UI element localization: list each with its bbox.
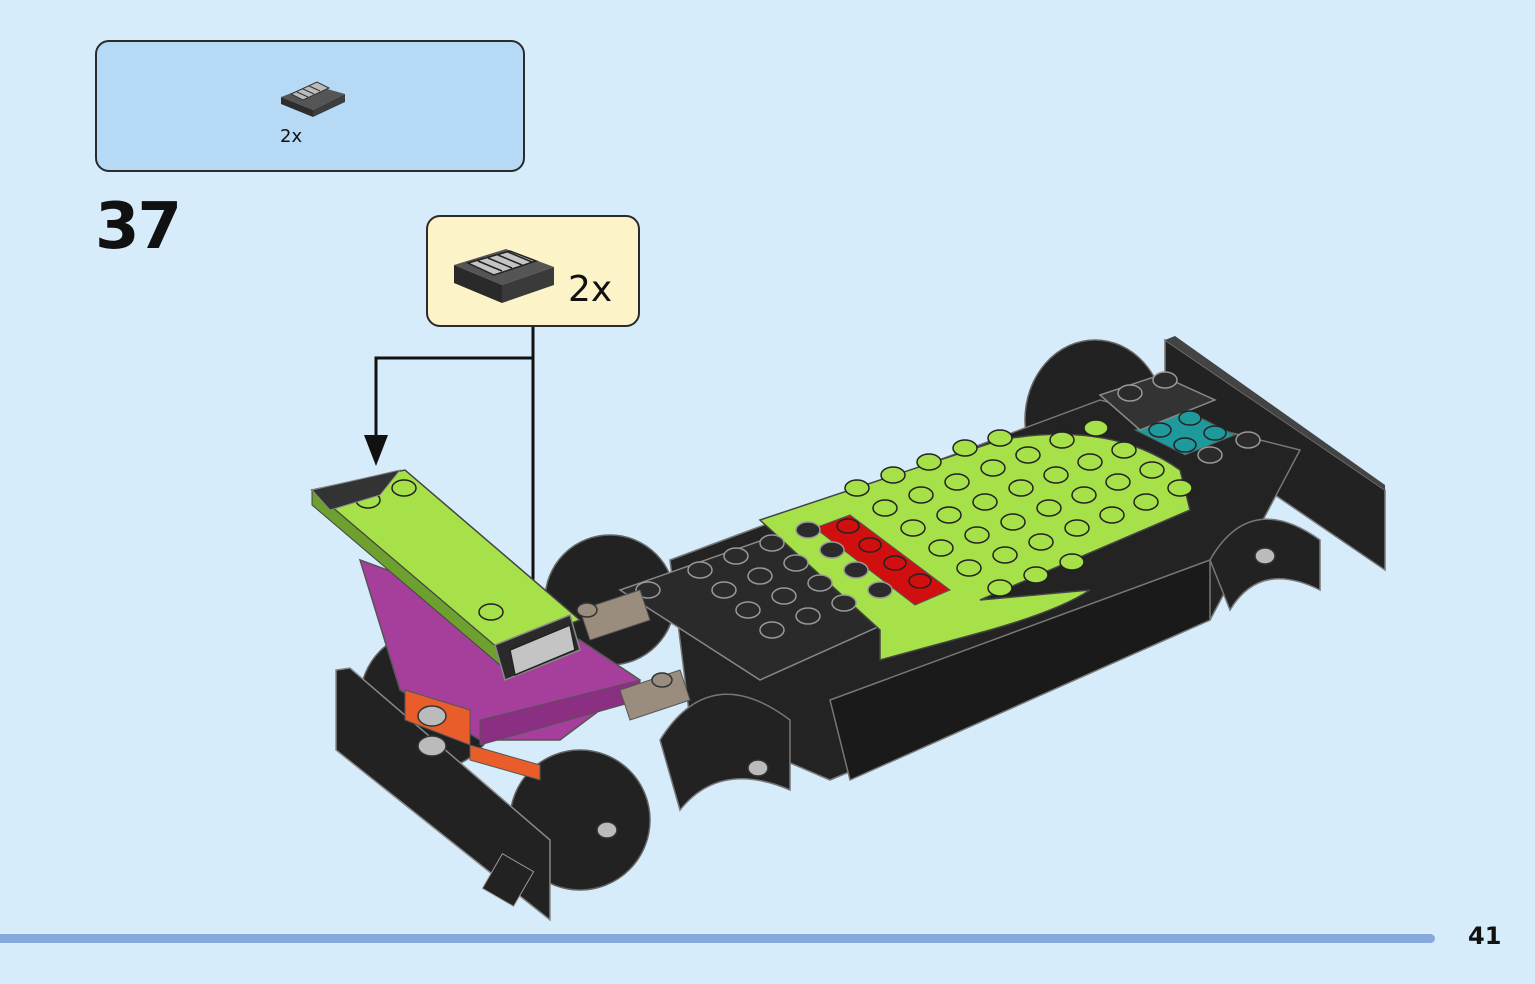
page-number: 41 <box>1468 922 1502 950</box>
red-studs <box>836 518 932 589</box>
parts-list-box: 2x <box>95 40 525 172</box>
page-footer-bar <box>0 934 1435 943</box>
lime-wing <box>310 469 582 667</box>
axle-clips <box>417 547 1276 839</box>
added-slope-right <box>494 613 581 682</box>
placement-arrows <box>374 327 535 600</box>
black-studs <box>635 371 1261 639</box>
tan-studs <box>576 602 673 688</box>
parts-list-quantity: 2x <box>280 126 303 147</box>
arrow-head-left <box>364 435 388 466</box>
step-number: 37 <box>95 190 182 264</box>
front-plate <box>335 667 551 922</box>
wing-studs <box>355 479 504 621</box>
callout-quantity: 2x <box>568 269 613 310</box>
added-slope-left <box>311 469 402 511</box>
slope-grille-callout-icon <box>454 249 554 303</box>
parts-callout: 2x <box>426 215 640 327</box>
lime-studs <box>844 419 1193 597</box>
slope-grille-part-icon <box>281 81 345 117</box>
teal-studs <box>1148 410 1227 453</box>
